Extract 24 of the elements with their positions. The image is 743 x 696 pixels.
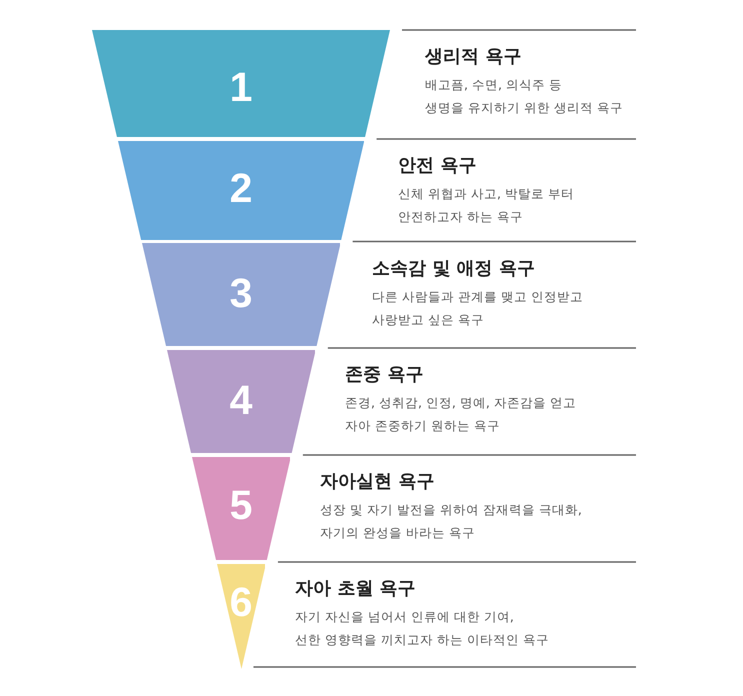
- level-number: 1: [230, 65, 252, 109]
- funnel-band: [118, 141, 364, 240]
- level-number: 5: [230, 483, 252, 527]
- heading-text: 존중 욕구: [345, 363, 424, 387]
- funnel-band: [92, 30, 390, 137]
- description-text: 성장 및 자기 발전을 위하여 잠재력을 극대화, 자기의 완성을 바라는 욕구: [320, 501, 582, 542]
- heading-text: 자아실현 욕구: [320, 470, 434, 494]
- level-number: 6: [230, 580, 252, 624]
- funnel-band: [142, 243, 340, 346]
- description-text: 배고픔, 수면, 의식주 등 생명을 유지하기 위한 생리적 욕구: [425, 76, 623, 117]
- description-text: 자기 자신을 넘어서 인류에 대한 기여, 선한 영향력을 끼치고자 하는 이타적인 욕구: [295, 608, 549, 649]
- heading-text: 소속감 및 애정 욕구: [372, 256, 535, 280]
- funnel-band: [192, 457, 290, 560]
- heading-text: 안전 욕구: [398, 154, 476, 178]
- funnel-band: [216, 564, 266, 669]
- heading-text: 자아 초월 욕구: [295, 577, 416, 601]
- level-number: 2: [230, 166, 252, 210]
- level-number: 3: [230, 271, 252, 315]
- description-text: 존경, 성취감, 인정, 명예, 자존감을 얻고 자아 존중하기 원하는 욕구: [345, 394, 576, 435]
- heading-text: 생리적 욕구: [425, 45, 522, 69]
- level-number: 4: [230, 378, 252, 422]
- funnel-band: [166, 350, 316, 453]
- description-text: 신체 위협과 사고, 박탈로 부터 안전하고자 하는 욕구: [398, 185, 574, 226]
- description-text: 다른 사람들과 관계를 맺고 인정받고 사랑받고 싶은 욕구: [372, 288, 583, 328]
